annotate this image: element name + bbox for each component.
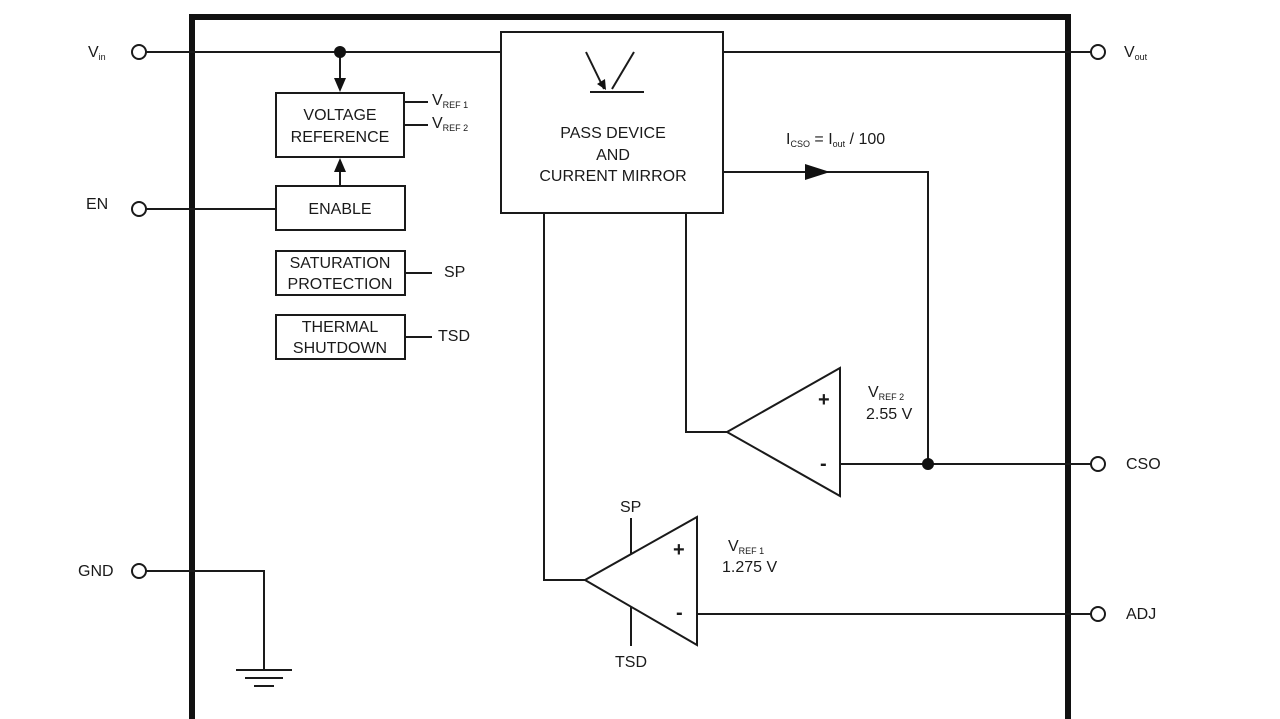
pass-device-block <box>500 31 724 214</box>
vin-junction <box>334 46 346 58</box>
saturation-protection-block <box>275 250 406 296</box>
pass-device-label-2: AND <box>596 147 630 164</box>
vref2-output-label: VREF 2 <box>432 115 468 133</box>
current-sense-amplifier <box>724 366 841 498</box>
transistor-icon <box>585 51 644 93</box>
cso-junction <box>922 458 934 470</box>
en-label: EN <box>86 196 108 213</box>
vout-label: Vout <box>1124 44 1148 62</box>
adj-label: ADJ <box>1126 606 1156 623</box>
vref1-output-label: VREF 1 <box>432 92 468 110</box>
vin-pin <box>131 44 147 60</box>
bottom-amp-vref-value: 1.275 V <box>722 559 777 576</box>
vin-label: Vin <box>88 44 106 62</box>
regulation-amplifier <box>582 515 698 647</box>
bottom-amp-minus: - <box>676 602 683 624</box>
chip-outline <box>189 14 1071 719</box>
arrow-up-icon <box>334 158 346 172</box>
bottom-amp-vref-label: VREF 1 <box>728 538 764 556</box>
icso-equation: ICSO = Iout / 100 <box>786 131 885 149</box>
arrow-down-icon <box>334 78 346 92</box>
enable-block <box>275 185 406 231</box>
pass-device-label-1: PASS DEVICE <box>560 125 666 142</box>
top-amp-minus: - <box>820 453 827 475</box>
adj-pin <box>1090 606 1106 622</box>
en-pin <box>131 201 147 217</box>
saturation-protection-label-1: SATURATION <box>290 255 391 272</box>
bottom-amp-output-wire <box>543 213 585 581</box>
arrow-right-icon <box>805 164 830 180</box>
wires <box>146 51 1091 670</box>
thermal-shutdown-label-2: SHUTDOWN <box>293 340 387 357</box>
vout-pin <box>1090 44 1106 60</box>
bottom-amp-plus: + <box>673 539 685 561</box>
cso-pin <box>1090 456 1106 472</box>
tsd-output-label: TSD <box>438 328 470 345</box>
cso-label: CSO <box>1126 456 1161 473</box>
voltage-reference-label-2: REFERENCE <box>291 129 390 146</box>
gnd-label: GND <box>78 563 114 580</box>
ground-icon <box>236 669 292 687</box>
top-amp-output-wire <box>685 213 727 433</box>
gnd-pin <box>131 563 147 579</box>
top-amp-vref-label: VREF 2 <box>868 384 904 402</box>
saturation-protection-label-2: PROTECTION <box>288 276 393 293</box>
pass-device-label-3: CURRENT MIRROR <box>539 168 686 185</box>
thermal-shutdown-block <box>275 314 406 360</box>
gnd-wire <box>146 570 265 670</box>
voltage-reference-label-1: VOLTAGE <box>303 107 376 124</box>
enable-label: ENABLE <box>308 201 371 218</box>
bottom-amp-sp-label: SP <box>620 499 641 516</box>
bottom-amp-tsd-label: TSD <box>615 654 647 671</box>
top-amp-vref-value: 2.55 V <box>866 406 913 423</box>
sp-output-label: SP <box>444 264 465 281</box>
thermal-shutdown-label-1: THERMAL <box>302 319 379 336</box>
voltage-reference-block <box>275 92 405 158</box>
mirror-output-wire <box>723 171 929 464</box>
top-amp-plus: + <box>818 389 830 411</box>
